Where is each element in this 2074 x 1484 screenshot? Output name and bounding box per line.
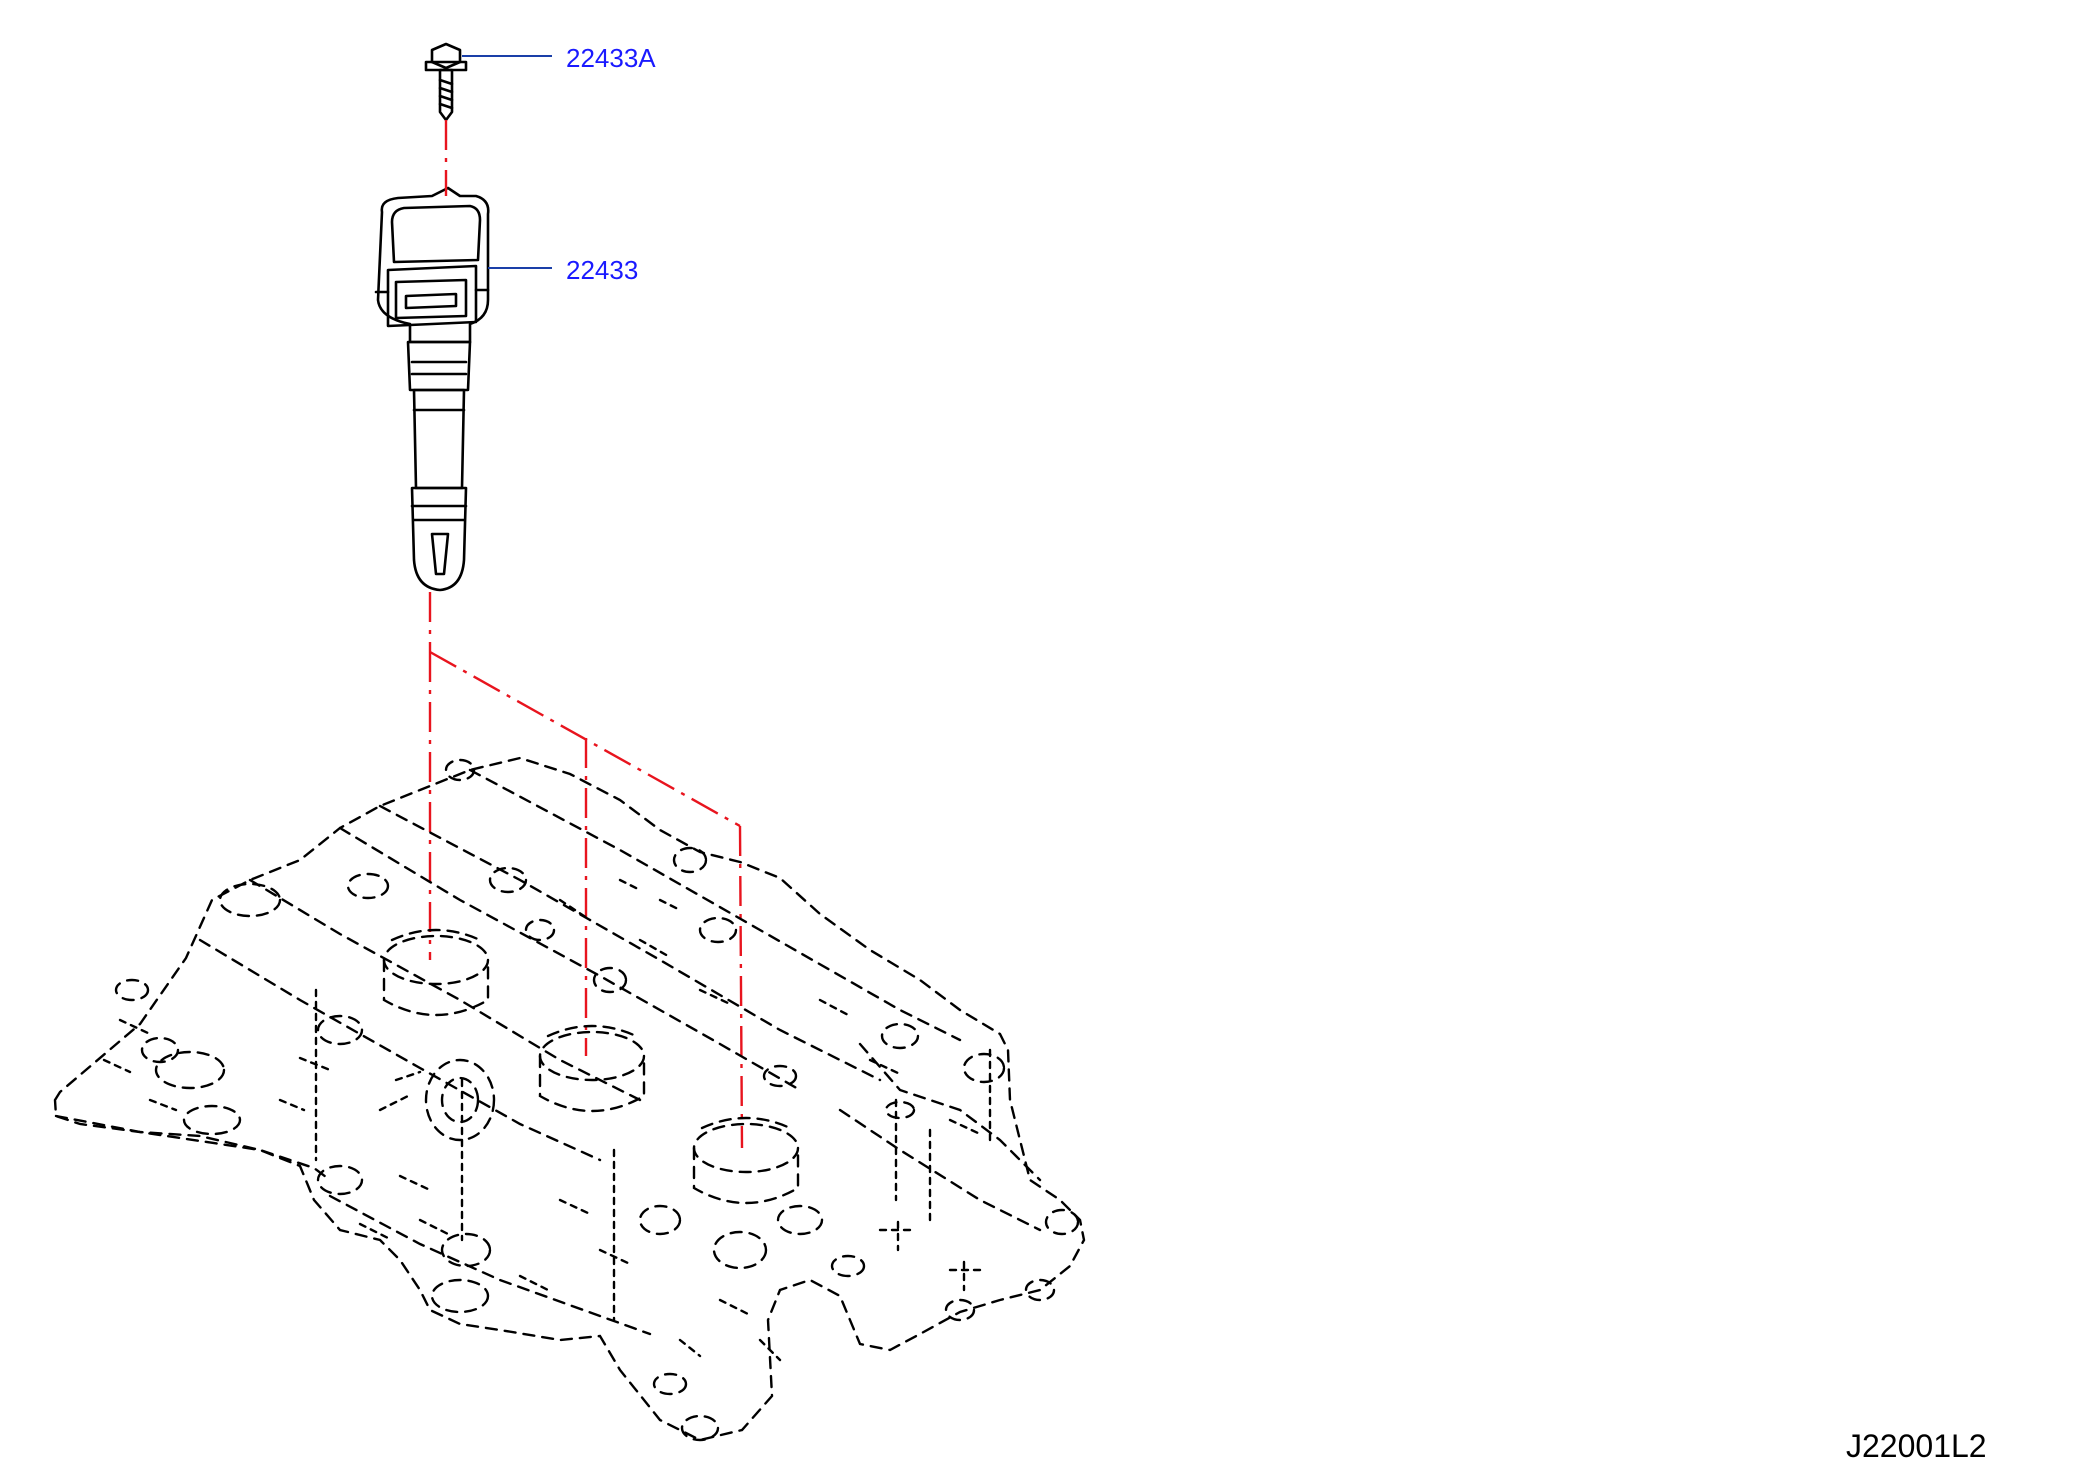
cylinder-head bbox=[53, 756, 1086, 1442]
leader-lines bbox=[462, 55, 552, 269]
center-lines bbox=[428, 120, 744, 1149]
part-label-bolt[interactable]: 22433A bbox=[566, 43, 656, 73]
figure-code: J22001L2 bbox=[1846, 1428, 1987, 1464]
ignition-coil-22433[interactable] bbox=[374, 186, 490, 592]
part-label-coil[interactable]: 22433 bbox=[566, 255, 639, 285]
bolt-22433A[interactable] bbox=[424, 42, 468, 122]
